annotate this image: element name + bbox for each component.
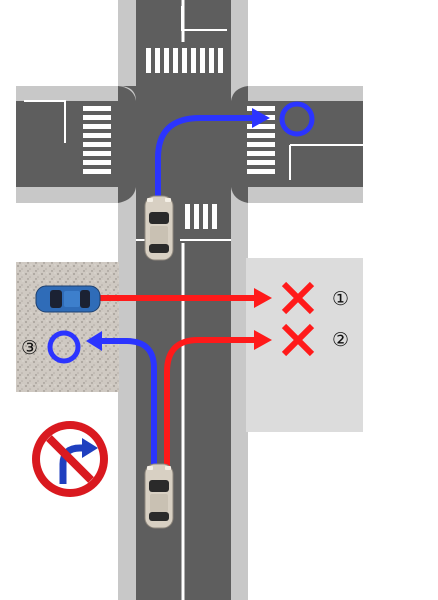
label-two: ② — [332, 329, 349, 351]
arrowhead-forbidden-lot — [254, 288, 272, 308]
car-icon — [35, 285, 101, 313]
circle-mark-icon — [47, 330, 81, 364]
label-one: ① — [332, 288, 349, 310]
path-allowed-right-turn — [155, 115, 256, 196]
cross-mark-icon — [281, 323, 315, 357]
crosswalk-south — [185, 204, 217, 229]
path-forbidden-right-turn — [164, 337, 258, 466]
cross-mark-icon — [281, 281, 315, 315]
parking-lot-left — [16, 262, 119, 392]
no-right-turn-sign-icon — [32, 421, 108, 497]
crosswalk-north — [146, 48, 223, 73]
circle-mark-icon — [279, 101, 315, 137]
path-allowed-left-turn — [98, 338, 157, 466]
arrowhead-forbidden-right — [254, 330, 272, 350]
arrowhead-allowed-right — [252, 108, 270, 128]
crosswalk-west — [83, 106, 111, 174]
car-icon — [144, 195, 174, 261]
label-three: ③ — [21, 337, 38, 359]
car-icon — [144, 463, 174, 529]
arrowhead-allowed-left — [86, 331, 102, 351]
